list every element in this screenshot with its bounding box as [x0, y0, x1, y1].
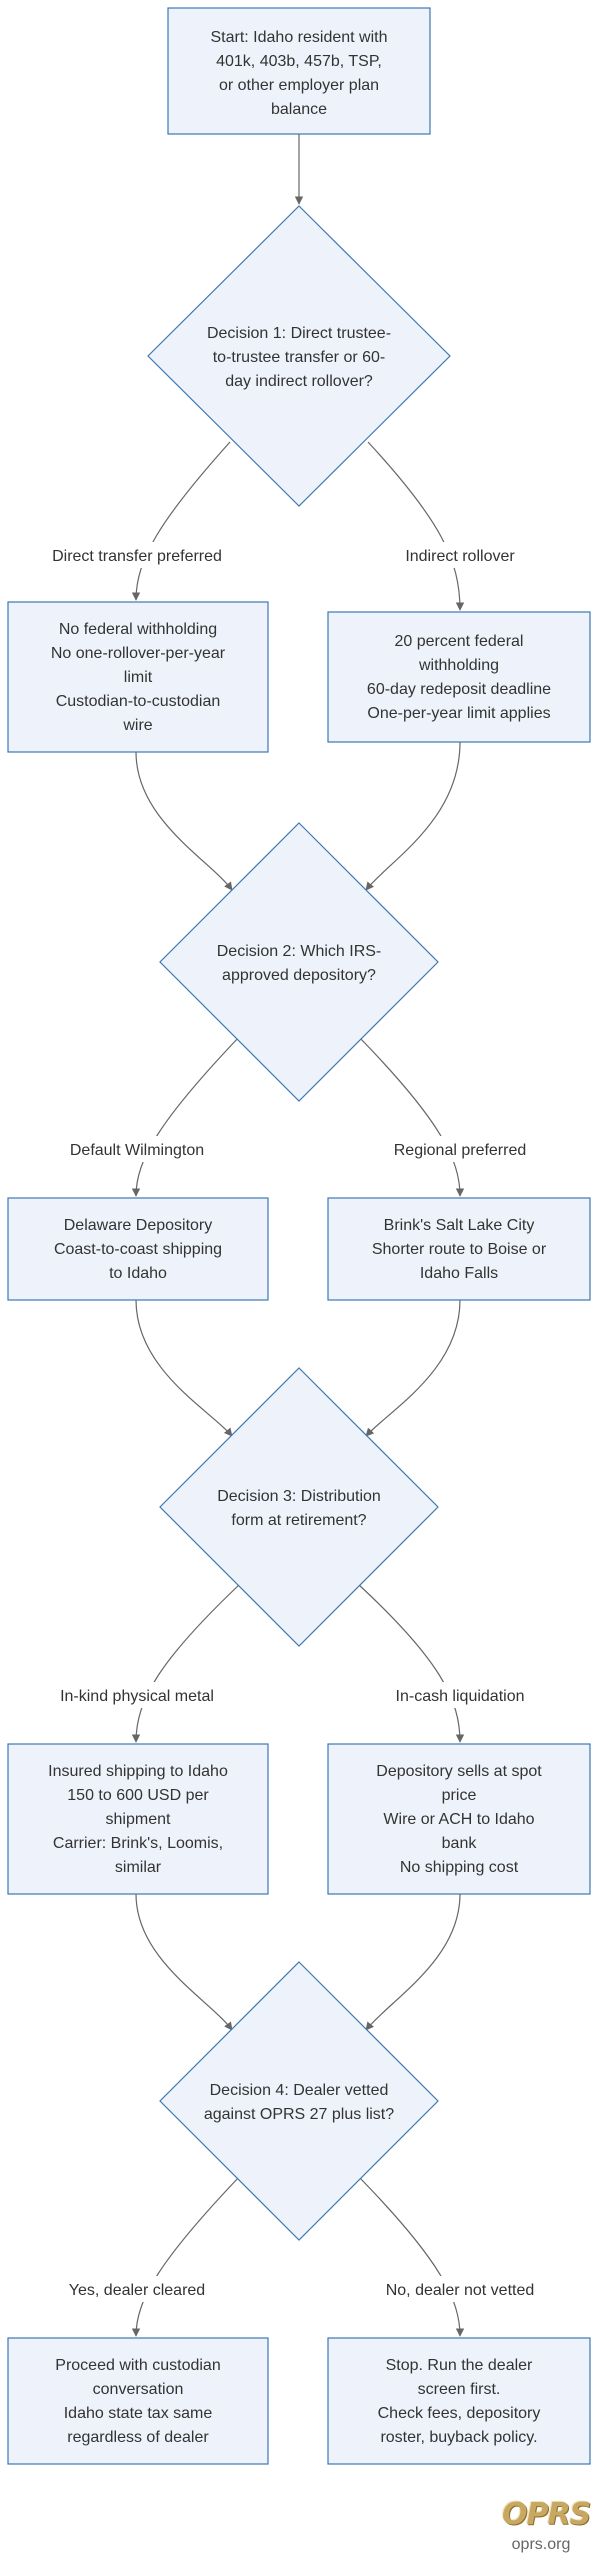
- svg-text:In-cash liquidation: In-cash liquidation: [396, 1688, 525, 1705]
- edge-d3-right: [357, 1583, 465, 1743]
- edge-left2-d3: [135, 1299, 233, 1437]
- svg-text:Insured shipping to Idaho: Insured shipping to Idaho: [48, 1763, 228, 1780]
- decision-4-diamond: Decision 4: Dealer vetted against OPRS 2…: [159, 1961, 439, 2241]
- edge-label-dealer-not-vetted: No, dealer not vetted: [376, 2276, 544, 2302]
- svg-text:Stop. Run the dealer: Stop. Run the dealer: [386, 2357, 533, 2374]
- edge-label-regional-preferred: Regional preferred: [382, 1136, 538, 1162]
- direct-transfer-box: No federal withholding No one-rollover-p…: [7, 601, 269, 753]
- svg-text:Carrier: Brink's, Loomis,: Carrier: Brink's, Loomis,: [53, 1835, 223, 1852]
- decision-3-diamond: Decision 3: Distribution form at retirem…: [159, 1367, 439, 1647]
- svg-text:Idaho Falls: Idaho Falls: [420, 1265, 498, 1282]
- svg-text:to Idaho: to Idaho: [109, 1265, 167, 1282]
- in-kind-shipping-box: Insured shipping to Idaho 150 to 600 USD…: [7, 1743, 269, 1895]
- svg-text:bank: bank: [442, 1835, 478, 1852]
- svg-text:Start: Idaho resident with: Start: Idaho resident with: [211, 29, 388, 46]
- oprs-brand: OPRS oprs.org: [502, 2497, 591, 2554]
- indirect-rollover-box: 20 percent federal withholding 60-day re…: [327, 611, 591, 743]
- svg-text:150 to 600 USD per: 150 to 600 USD per: [67, 1787, 209, 1804]
- svg-text:conversation: conversation: [93, 2381, 184, 2398]
- svg-text:No, dealer not vetted: No, dealer not vetted: [386, 2282, 535, 2299]
- svg-text:regardless of dealer: regardless of dealer: [67, 2429, 209, 2446]
- edge-d4-left: [131, 2175, 241, 2337]
- svg-text:screen first.: screen first.: [418, 2381, 501, 2398]
- svg-text:Default Wilmington: Default Wilmington: [70, 1142, 204, 1159]
- svg-text:Proceed with custodian: Proceed with custodian: [55, 2357, 220, 2374]
- edge-d1-left: [131, 441, 231, 601]
- svg-text:day indirect rollover?: day indirect rollover?: [225, 373, 373, 390]
- brand-url: oprs.org: [511, 2536, 571, 2553]
- edge-left3-d4: [135, 1893, 233, 2031]
- svg-text:wire: wire: [122, 717, 152, 734]
- svg-text:limit: limit: [124, 669, 153, 686]
- svg-text:form at retirement?: form at retirement?: [231, 1512, 366, 1529]
- svg-text:No shipping cost: No shipping cost: [400, 1859, 519, 1876]
- svg-text:20 percent federal: 20 percent federal: [395, 633, 524, 650]
- svg-text:Coast-to-coast shipping: Coast-to-coast shipping: [54, 1241, 222, 1258]
- svg-text:Wire or ACH to Idaho: Wire or ACH to Idaho: [383, 1811, 534, 1828]
- edge-right1-d2: [365, 741, 461, 891]
- edge-d2-left: [131, 1035, 241, 1197]
- svg-text:balance: balance: [271, 101, 327, 118]
- edge-label-in-kind: In-kind physical metal: [48, 1682, 226, 1708]
- svg-text:Idaho state tax same: Idaho state tax same: [64, 2405, 213, 2422]
- svg-text:to-trustee transfer or 60-: to-trustee transfer or 60-: [213, 349, 386, 366]
- svg-text:withholding: withholding: [418, 657, 499, 674]
- svg-text:or other employer plan: or other employer plan: [219, 77, 379, 94]
- edge-right2-d3: [365, 1299, 461, 1437]
- edge-d1-right: [367, 441, 465, 611]
- decision-1-diamond: Decision 1: Direct trustee- to-trustee t…: [147, 205, 451, 507]
- oprs-logo-icon: OPRS: [502, 2497, 591, 2532]
- svg-text:Indirect rollover: Indirect rollover: [405, 548, 515, 565]
- svg-text:Decision 4: Dealer vetted: Decision 4: Dealer vetted: [210, 2082, 389, 2099]
- decision-2-diamond: Decision 2: Which IRS- approved deposito…: [159, 822, 439, 1102]
- svg-text:price: price: [442, 1787, 477, 1804]
- svg-text:Decision 3: Distribution: Decision 3: Distribution: [217, 1488, 381, 1505]
- in-cash-liquidation-box: Depository sells at spot price Wire or A…: [327, 1743, 591, 1895]
- svg-text:Depository sells at spot: Depository sells at spot: [376, 1763, 542, 1780]
- proceed-box: Proceed with custodian conversation Idah…: [7, 2337, 269, 2465]
- svg-text:Custodian-to-custodian: Custodian-to-custodian: [56, 693, 221, 710]
- edge-label-indirect-rollover: Indirect rollover: [392, 542, 528, 568]
- svg-text:Decision 1: Direct trustee-: Decision 1: Direct trustee-: [207, 325, 391, 342]
- edge-d3-left: [131, 1583, 241, 1743]
- svg-text:Brink's Salt Lake City: Brink's Salt Lake City: [384, 1217, 535, 1234]
- svg-text:Shorter route to Boise or: Shorter route to Boise or: [372, 1241, 547, 1258]
- brinks-slc-box: Brink's Salt Lake City Shorter route to …: [327, 1197, 591, 1301]
- stop-box: Stop. Run the dealer screen first. Check…: [327, 2337, 591, 2465]
- edge-label-dealer-cleared: Yes, dealer cleared: [62, 2276, 212, 2302]
- edge-label-in-cash: In-cash liquidation: [384, 1682, 536, 1708]
- svg-text:In-kind physical metal: In-kind physical metal: [60, 1688, 214, 1705]
- edge-d4-right: [357, 2175, 465, 2337]
- svg-text:similar: similar: [115, 1859, 162, 1876]
- svg-text:Yes, dealer cleared: Yes, dealer cleared: [69, 2282, 205, 2299]
- edge-left1-d2: [135, 751, 233, 891]
- svg-text:No federal withholding: No federal withholding: [59, 621, 217, 638]
- edge-right3-d4: [365, 1893, 461, 2031]
- delaware-depository-box: Delaware Depository Coast-to-coast shipp…: [7, 1197, 269, 1301]
- edge-label-direct-transfer: Direct transfer preferred: [40, 542, 234, 568]
- connectors: [131, 134, 465, 2337]
- svg-text:shipment: shipment: [106, 1811, 171, 1828]
- svg-text:Direct transfer preferred: Direct transfer preferred: [52, 548, 222, 565]
- svg-text:Decision 2: Which IRS-: Decision 2: Which IRS-: [217, 943, 382, 960]
- start-node: Start: Idaho resident with 401k, 403b, 4…: [167, 7, 431, 135]
- svg-text:Check fees, depository: Check fees, depository: [378, 2405, 541, 2422]
- svg-text:401k, 403b, 457b, TSP,: 401k, 403b, 457b, TSP,: [216, 53, 382, 70]
- edge-d2-right: [357, 1035, 465, 1197]
- svg-text:No one-rollover-per-year: No one-rollover-per-year: [51, 645, 226, 662]
- svg-text:One-per-year limit applies: One-per-year limit applies: [367, 705, 550, 722]
- edge-label-default-wilmington: Default Wilmington: [60, 1136, 214, 1162]
- svg-text:Delaware Depository: Delaware Depository: [64, 1217, 213, 1234]
- svg-text:approved depository?: approved depository?: [222, 967, 376, 984]
- svg-text:roster, buyback policy.: roster, buyback policy.: [380, 2429, 537, 2446]
- svg-text:against OPRS 27 plus list?: against OPRS 27 plus list?: [204, 2106, 394, 2123]
- svg-text:Regional preferred: Regional preferred: [394, 1142, 527, 1159]
- svg-text:60-day redeposit deadline: 60-day redeposit deadline: [367, 681, 551, 698]
